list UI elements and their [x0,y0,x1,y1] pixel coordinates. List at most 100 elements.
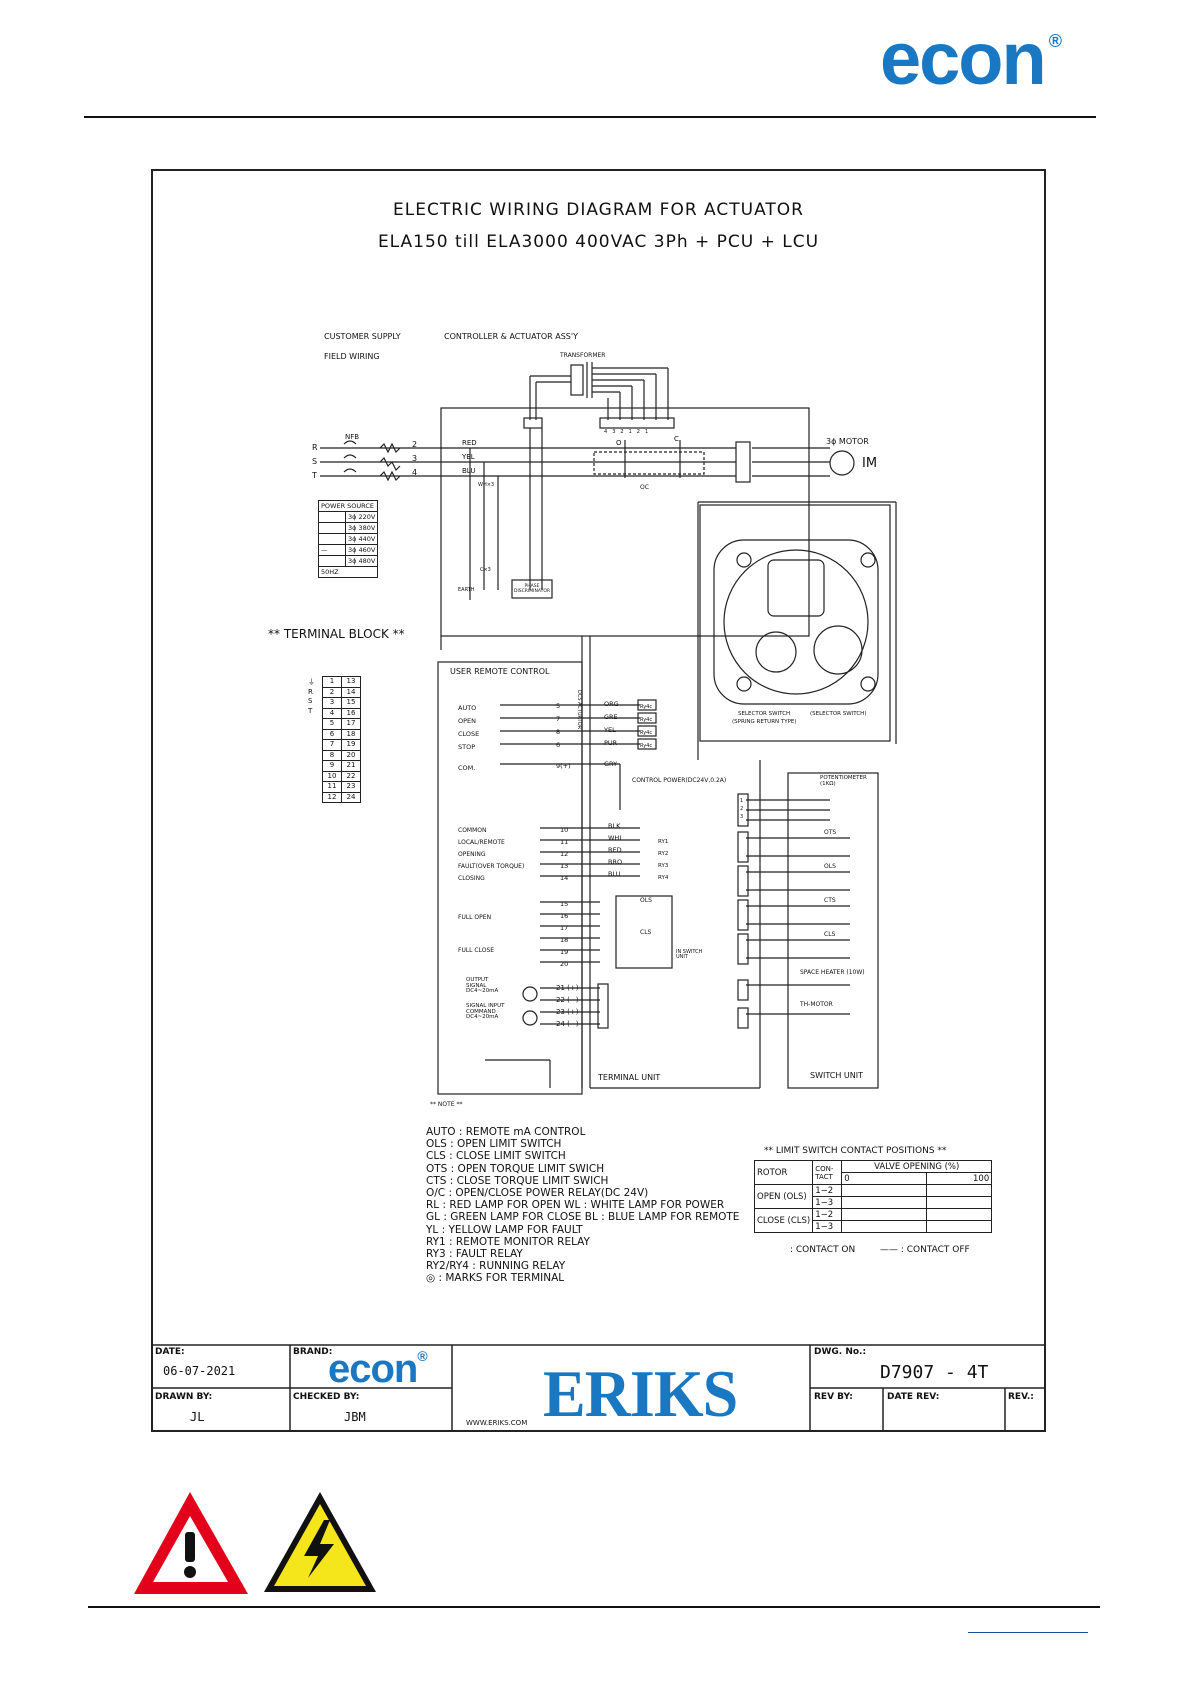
selector-switch-label-2: (SELECTOR SWITCH) [810,711,867,717]
note-line: O/C : OPEN/CLOSE POWER RELAY(DC 24V) [426,1187,649,1200]
note-line: CLS : CLOSE LIMIT SWITCH [426,1150,566,1163]
th-motor-label: TH-MOTOR [800,1001,833,1008]
header-rule [84,116,1096,118]
drawing-title-1: ELECTRIC WIRING DIAGRAM FOR ACTUATOR [393,200,804,220]
phase-term-3: 3 [412,454,418,463]
dcs-label: DCS ACTUATOR [576,690,582,730]
ots-label: OTS [824,829,837,836]
econ-logo: econ® [880,17,1062,100]
potentiometer-label: POTENTIOMETER (1KΩ) [820,775,867,787]
phase-s: S [312,457,318,466]
motor-im: IM [862,456,878,471]
ps-row: 3ϕ 440V [344,533,379,545]
notes-header: ** NOTE ** [430,1101,463,1108]
note-line: RL : RED LAMP FOR OPEN WL : WHITE LAMP F… [426,1199,725,1212]
contactor-oc: OC [640,484,649,491]
earth-label: EARTH [458,587,475,593]
phase-t: T [312,471,317,480]
power-source-table: POWER SOURCE 3ϕ 220V 3ϕ 380V 3ϕ 440V —3ϕ… [317,500,379,578]
output-signal-label: OUTPUT SIGNAL DC4~20mA [466,977,499,994]
signal-input-label: SIGNAL INPUT COMMAND DC4~20mA [466,1003,505,1020]
phase-term-2: 2 [412,440,418,449]
ps-row: 3ϕ 480V [344,555,379,567]
wire-lbl: WH×3 [478,482,495,488]
notes-list: AUTO : REMOTE mA CONTROL OLS : OPEN LIMI… [426,1126,739,1285]
wire-red: RED [462,439,477,447]
selector-switch-label: SELECTOR SWITCH [738,711,791,717]
legend-off: —— : CONTACT OFF [880,1245,970,1255]
general-warning-icon [134,1492,248,1594]
ols-switch-label: OLS [824,863,836,870]
drawn-label: DRAWN BY: [155,1392,213,1402]
contactor-c: C [674,435,679,443]
date-label: DATE: [155,1347,185,1357]
ps-freq: 50HZ [317,566,379,578]
space-heater-label: SPACE HEATER (10W) [800,969,865,976]
wire-yel: YEL [462,453,475,461]
rev-by-label: REV BY: [814,1392,853,1402]
legend-on: : CONTACT ON [790,1245,856,1255]
user-remote-title: USER REMOTE CONTROL [450,667,550,676]
contactor-o: O [616,439,622,447]
transformer-taps: 432121 [604,429,654,435]
rev-label: REV.: [1008,1392,1034,1402]
selector-switch-type: (SPRING RETURN TYPE) [732,719,797,725]
drawing-frame [151,169,1046,1432]
brand-econ-logo: econ® [328,1347,428,1391]
dwg-number: D7907 - 4T [880,1362,989,1383]
cap-label: C×3 [480,567,491,573]
brand-label: BRAND: [293,1347,333,1357]
phase-r: R [312,443,318,452]
limit-switch-title: ** LIMIT SWITCH CONTACT POSITIONS ** [764,1146,947,1156]
note-line: OLS : OPEN LIMIT SWITCH [426,1138,562,1151]
checked-value: JBM [344,1410,366,1424]
drawn-value: JL [190,1410,205,1424]
ps-row: 3ϕ 220V [344,511,379,523]
signal-terms: 21 (+)22 (−)23 (+)24 (−) [556,984,579,1028]
note-line: RY3 : FAULT RELAY [426,1248,523,1261]
controller-box [440,407,810,637]
cls-switch-label: CLS [824,931,836,938]
in-switch-label: IN SWITCH UNIT [676,949,703,960]
cts-label: CTS [824,897,836,904]
power-source-title: POWER SOURCE [317,500,379,512]
note-line: YL : YELLOW LAMP FOR FAULT [426,1223,583,1236]
electrical-hazard-icon [264,1492,376,1592]
ps-row: 3ϕ 460V [344,544,379,556]
date-rev-label: DATE REV: [887,1392,940,1402]
phase-discriminator-label: PHASE DISCRIMINATOR [514,584,550,594]
note-line: OTS : OPEN TORQUE LIMIT SWICH [426,1162,605,1175]
note-line: ◎ : MARKS FOR TERMINAL [426,1272,565,1285]
checked-label: CHECKED BY: [293,1392,360,1402]
note-line: RY2/RY4 : RUNNING RELAY [426,1260,566,1273]
motor-label: 3ϕ MOTOR [826,437,869,446]
transformer-label: TRANSFORMER [560,352,606,359]
wire-blu: BLU [462,467,476,475]
cls-label: CLS [640,929,652,936]
website-label: WWW.ERIKS.COM [466,1419,528,1427]
date-value: 06-07-2021 [163,1364,236,1378]
note-line: AUTO : REMOTE mA CONTROL [426,1126,586,1138]
dwg-label: DWG. No.: [814,1347,867,1357]
footer-rule [88,1606,1100,1608]
field-wiring-label: FIELD WIRING [324,352,380,361]
controller-label: CONTROLLER & ACTUATOR ASS'Y [444,332,578,341]
phase-term-4: 4 [412,468,418,477]
nfb-label: NFB [345,433,360,441]
ols-label: OLS [640,897,652,904]
full-open-label: FULL OPEN [458,914,492,921]
note-line: RY1 : REMOTE MONITOR RELAY [426,1235,590,1248]
